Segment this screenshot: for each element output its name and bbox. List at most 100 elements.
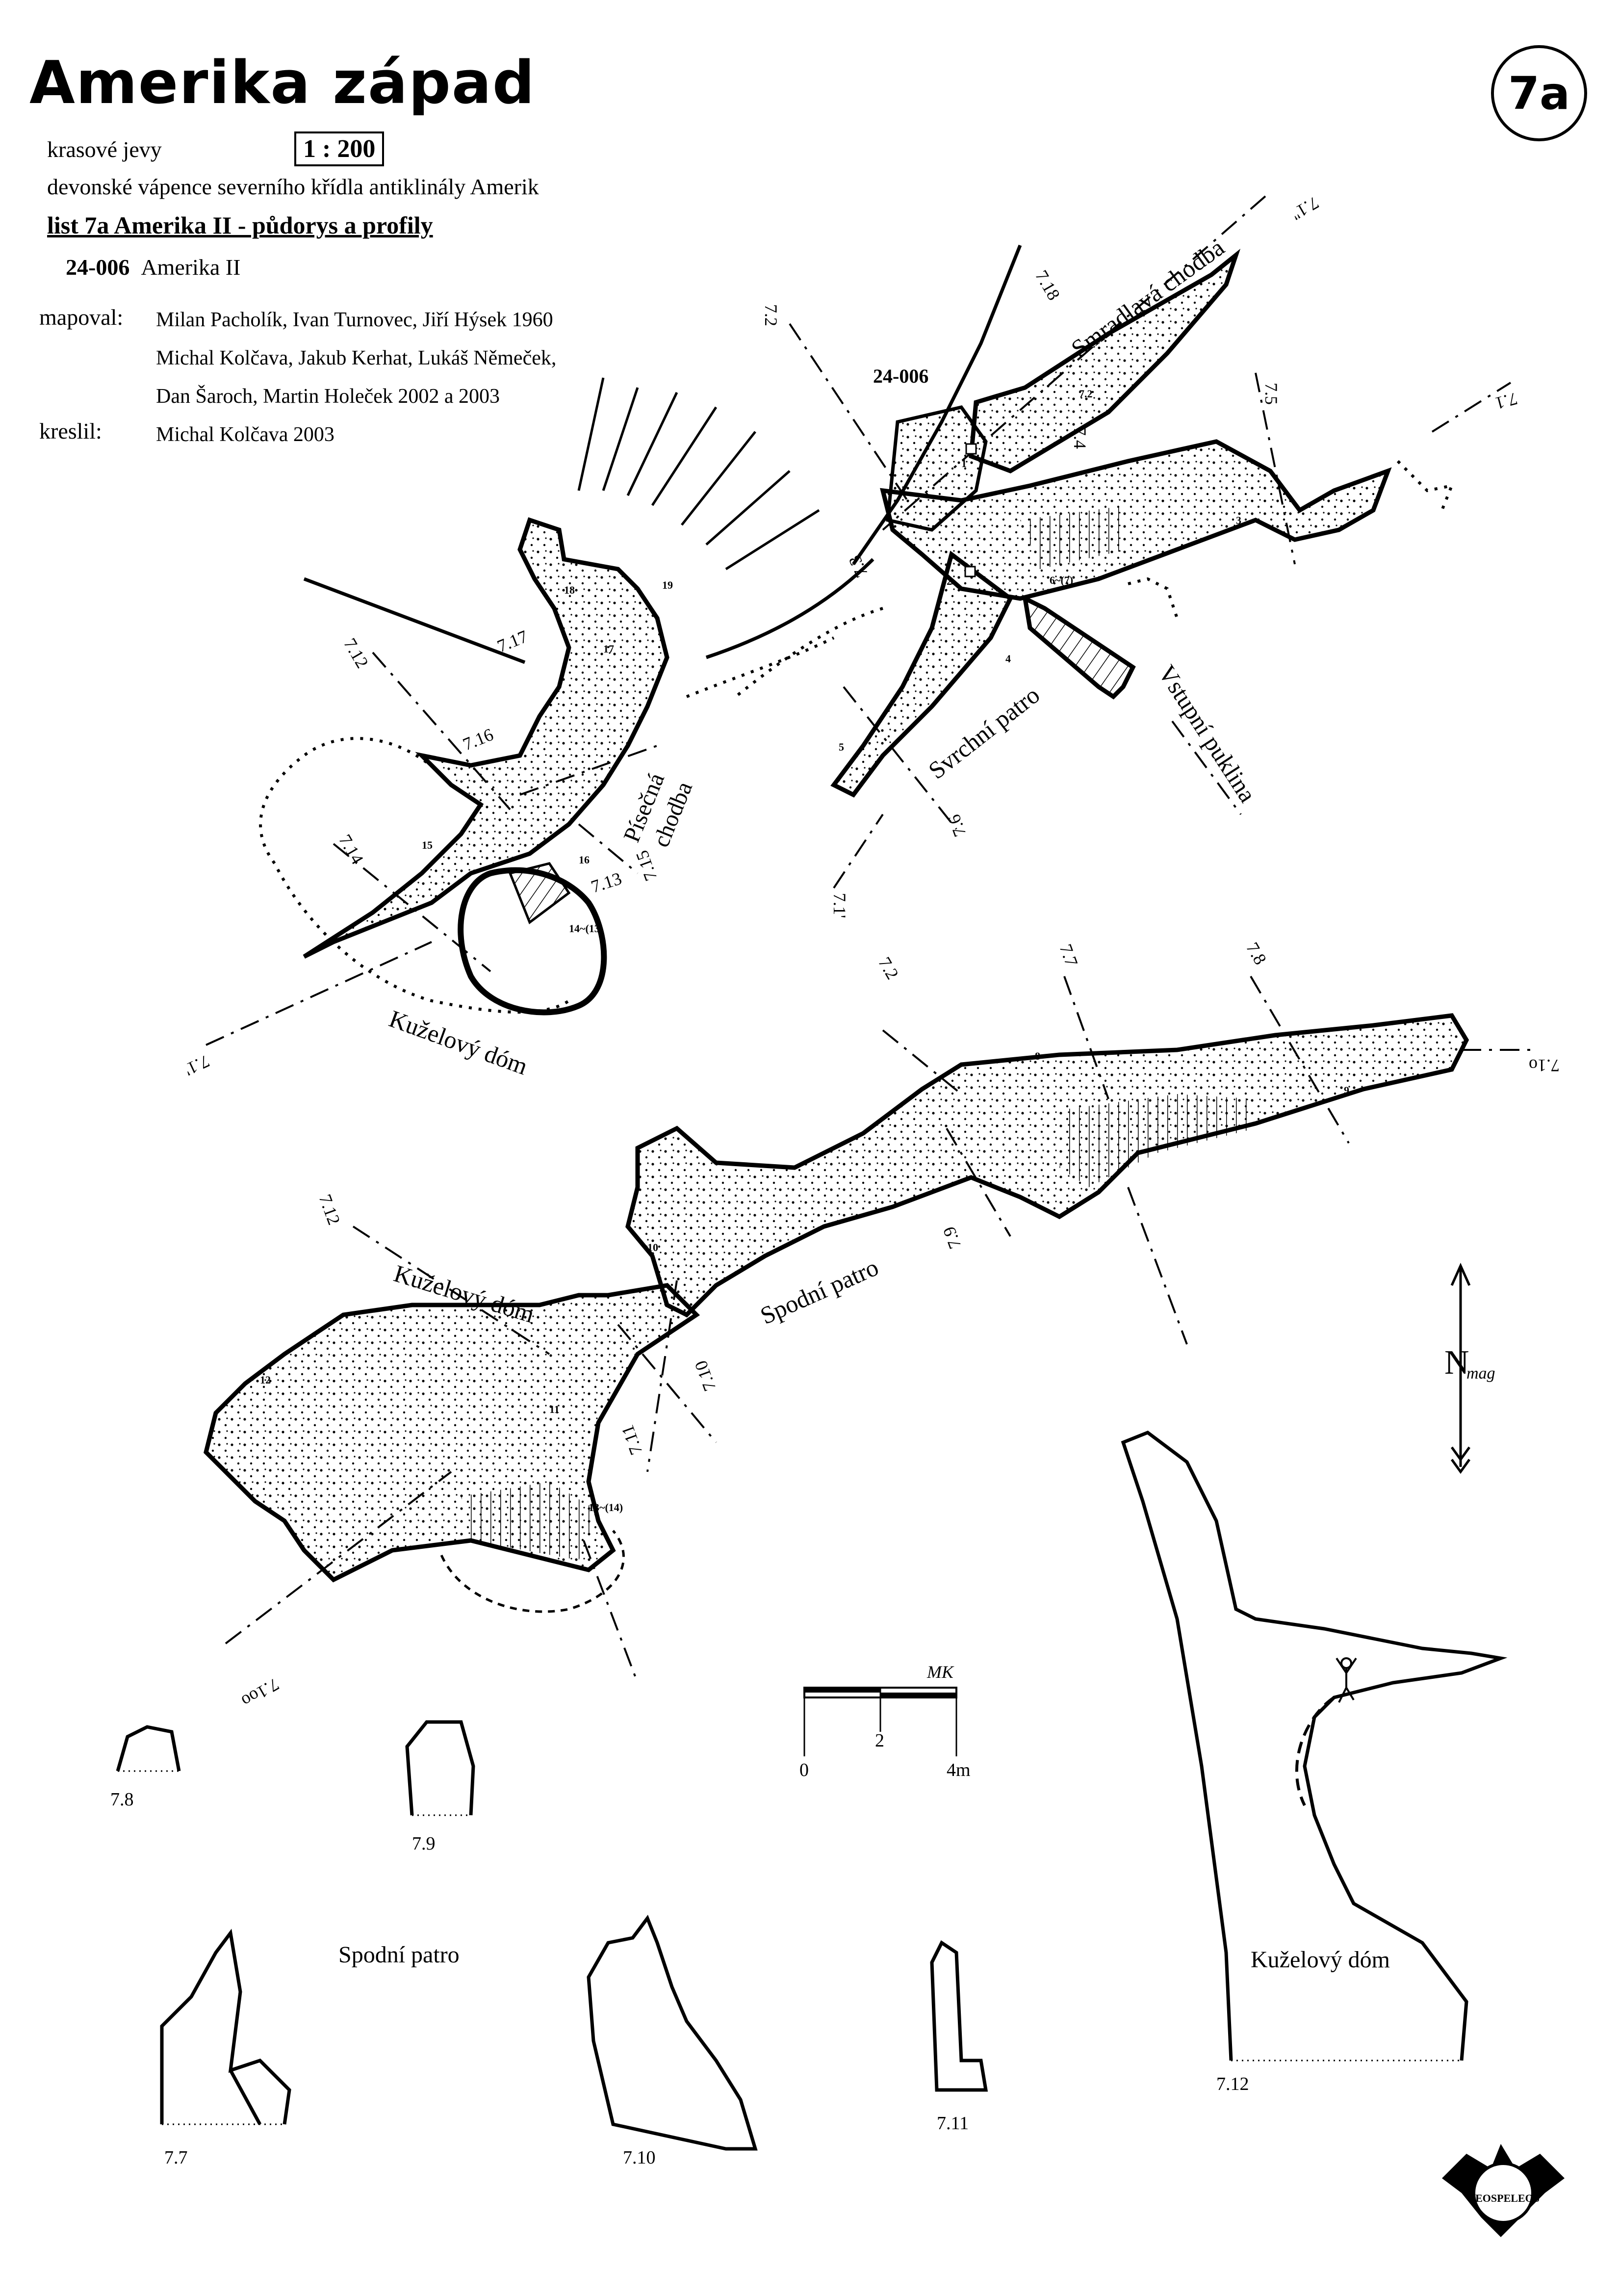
- spodni-patro-system: [204, 1013, 1469, 1613]
- cave-id: 24-006 Amerika II: [66, 254, 240, 280]
- survey-point-label: 12: [260, 1374, 271, 1386]
- sheet-title: list 7a Amerika II - půdorys a profily: [47, 211, 433, 239]
- entrance-shaft: [886, 405, 988, 532]
- section-label: 7.1'': [1288, 193, 1322, 224]
- profile-label-7-8: 7.8: [110, 1789, 134, 1810]
- section-label: 7.9: [939, 1224, 965, 1252]
- survey-point-marker: [965, 443, 977, 455]
- section-label: 7.3: [845, 552, 872, 581]
- survey-point-label: 18: [564, 584, 575, 596]
- kuzelovy-dom-lower-hatch: [461, 1482, 598, 1560]
- section-label: 7.18: [1031, 267, 1064, 304]
- section-label: 7.1o: [1529, 1056, 1560, 1075]
- section-label: 7.12: [315, 1192, 344, 1227]
- profile-label-7-10: 7.10: [623, 2147, 656, 2168]
- survey-point-label: 16: [579, 854, 590, 866]
- mapped-by-line-1: Milan Pacholík, Ivan Turnovec, Jiří Hýse…: [156, 309, 553, 331]
- scale-initials: MK: [926, 1662, 954, 1682]
- survey-points: 1 2 3 4 5 6~(7) 7.2 8 9 10 11 12 13~(14)…: [260, 388, 1349, 1513]
- subtitle-karst: krasové jevy: [47, 137, 162, 162]
- profile-labels: 7.8 7.9 7.7 7.10 7.11 7.12 Spodní patro …: [110, 1789, 1390, 2168]
- section-label: 7.11: [617, 1422, 646, 1458]
- sheet-number: 7a: [1508, 67, 1570, 120]
- vstupni-puklina-passage: [830, 550, 1013, 798]
- survey-point-label: 2: [947, 575, 952, 587]
- sheet-number-badge: 7a: [1491, 45, 1587, 141]
- section-label: 7.12: [340, 635, 372, 672]
- surface-rock-line-left: [303, 577, 526, 664]
- survey-point-label: 5: [839, 741, 844, 753]
- section-label: 7.16: [460, 725, 496, 755]
- survey-point-marker: [964, 566, 976, 577]
- section-label: 7.17: [494, 626, 530, 656]
- survey-point-label: 13~(14): [589, 1501, 623, 1513]
- north-letter: N: [1444, 1344, 1469, 1382]
- section-label: 7.13: [589, 868, 624, 897]
- surface-rock-line-top: [852, 244, 1022, 565]
- pisecna-dotted-outline: [259, 636, 835, 1014]
- north-magnetic: mag: [1466, 1364, 1495, 1383]
- profile-label-7-7: 7.7: [164, 2147, 188, 2168]
- profile-7-12-dashed: [1295, 1696, 1335, 1806]
- mapped-by-label: mapoval:: [39, 305, 124, 330]
- label-entrance-id: 24-006: [873, 365, 928, 387]
- map-title: Amerika západ: [29, 49, 536, 117]
- upper-cave-system: [735, 248, 1454, 798]
- scale-ratio: 1 : 200: [294, 131, 385, 166]
- kuzelovy-dom-upper-hatch: [508, 862, 571, 924]
- cave-name: Amerika II: [141, 255, 241, 280]
- profile-7-9: [405, 1720, 475, 1816]
- subtitle-geology: devonské vápence severního křídla antikl…: [47, 174, 539, 199]
- section-label: 7.7: [1055, 941, 1081, 969]
- survey-point-label: 17: [603, 643, 614, 655]
- geospeleos-logo: GEOSPELEOS: [1442, 2144, 1565, 2237]
- pisecna-chodba-passage: [303, 517, 669, 959]
- survey-point-label: 8: [1035, 1050, 1040, 1062]
- drawn-by-label: kreslil:: [39, 418, 102, 444]
- profile-label-7-11: 7.11: [937, 2113, 969, 2134]
- pisecna-system: [259, 244, 1022, 1016]
- survey-point-label: 3: [1236, 514, 1241, 526]
- spodni-patro-hatch: [1059, 1094, 1256, 1187]
- section-label: 7.2: [761, 304, 781, 326]
- logo-text: GEOSPELEOS: [1467, 2192, 1540, 2204]
- entrance-passage: [1022, 595, 1136, 700]
- section-label: 7.4: [1070, 427, 1090, 449]
- section-label: 7.15: [632, 848, 661, 884]
- mapped-by-line-3: Dan Šaroch, Martin Holeček 2002 a 2003: [156, 385, 500, 408]
- profile-label-kuzelovy-dom: Kuželový dóm: [1251, 1947, 1390, 1973]
- drawn-by: Michal Kolčava 2003: [156, 423, 334, 446]
- profile-label-7-12: 7.12: [1216, 2074, 1249, 2094]
- label-spodni-patro: Spodní patro: [756, 1253, 883, 1330]
- label-kuzelovy-dom-top: Kuželový dóm: [385, 1005, 531, 1080]
- scale-tick-4: 4m: [947, 1760, 971, 1780]
- survey-point-label: 15: [422, 839, 433, 851]
- section-label: 7.10: [691, 1358, 720, 1394]
- section-label: 7.6: [944, 812, 970, 839]
- profiles: [116, 1431, 1508, 2151]
- survey-point-label: 10: [647, 1241, 658, 1253]
- survey-point-label: 6~(7): [1050, 574, 1073, 586]
- section-label: 7.8: [1242, 939, 1270, 968]
- profile-7-8: [116, 1725, 181, 1772]
- profile-7-11: [930, 1940, 988, 2092]
- rock-fan-lines: [577, 377, 820, 571]
- north-arrow: N mag: [1444, 1262, 1495, 1474]
- surface-rock-line-mid: [705, 558, 874, 659]
- svrchni-patro-hatch: [1020, 505, 1128, 569]
- section-label: 7.1oo: [238, 1674, 283, 1711]
- survey-point-label: 4: [1005, 652, 1011, 665]
- mapped-by-line-2: Michal Kolčava, Jakub Kerhat, Lukáš Něme…: [156, 347, 557, 369]
- surface-outline: [735, 460, 1454, 698]
- smradlava-chodba-passage: [969, 248, 1241, 473]
- profile-7-12: [1121, 1431, 1508, 2061]
- profile-label-7-9: 7.9: [412, 1833, 436, 1854]
- survey-point-label: 14~(13): [569, 922, 603, 935]
- survey-point-label: 11: [549, 1403, 560, 1415]
- survey-point-label: 1: [961, 457, 967, 470]
- section-label: 7.1': [830, 893, 849, 918]
- profile-7-10: [587, 1914, 758, 2151]
- section-lines: [206, 195, 1530, 1683]
- scale-bar: 0 2 4m MK: [799, 1662, 971, 1780]
